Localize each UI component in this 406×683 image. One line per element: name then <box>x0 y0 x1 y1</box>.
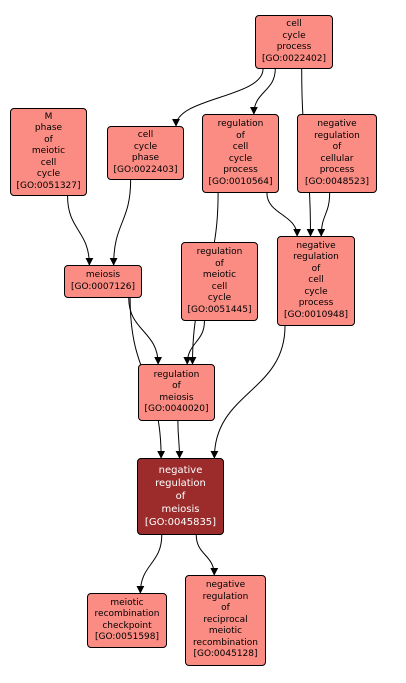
node-label-line: [GO:0051445] <box>187 304 252 315</box>
node-label-line: of <box>172 381 181 391</box>
edge-go0045835-to-go0045128 <box>195 534 219 576</box>
node-label-line: cell <box>308 275 324 286</box>
node-label-line: regulation <box>155 478 206 489</box>
edge-go0010948-to-go0045835 <box>210 325 286 459</box>
edge-go0022403-to-go0007126 <box>109 179 132 266</box>
node-label-line: regulation <box>217 119 264 129</box>
node-label-line: meiotic <box>31 146 66 157</box>
edge-go0022402-to-go0022403 <box>172 68 264 127</box>
node-label-line: process <box>276 42 312 52</box>
node-label-line: of <box>236 130 245 141</box>
node-label-line: meiosis <box>159 392 194 403</box>
edge-go0051445-to-go0040020 <box>183 320 205 365</box>
node-label-line: recombination <box>94 609 160 619</box>
node-label-line: meiosis <box>161 504 200 515</box>
node-label-line: meiotic <box>202 270 237 280</box>
edge-go0045835-to-go0051598 <box>136 534 163 594</box>
node-label-line: cell <box>211 281 228 292</box>
node-label-line: [GO:0010564] <box>208 176 273 187</box>
edge-go0051327-to-go0007126 <box>67 195 94 266</box>
node-label-line: cellular <box>320 153 354 164</box>
node-label-line: of <box>332 142 342 152</box>
node-label-line: of <box>311 263 321 274</box>
node-label-line: negative <box>296 240 336 251</box>
node-label-line: [GO:0045835] <box>144 517 217 528</box>
node-label-line: process <box>298 298 334 309</box>
node-label-line: of <box>215 258 224 269</box>
node-label-line: meiosis <box>85 270 121 280</box>
node-label-line: of <box>221 603 230 614</box>
node-label-line: negative <box>205 580 246 591</box>
node-label-line: process <box>223 165 258 175</box>
node-label-line: cell <box>232 142 249 152</box>
node-label-line: reciprocal <box>203 614 248 625</box>
edge-go0022402-to-go0010564 <box>249 68 276 115</box>
node-label-line: cycle <box>304 286 328 297</box>
node-label-line: [GO:0051598] <box>94 632 160 642</box>
node-label-line: [GO:0051327] <box>16 180 81 191</box>
node-label-line: process <box>319 165 355 175</box>
node-label-line: meiotic <box>208 626 243 637</box>
node-label-line: negative <box>317 119 357 129</box>
node-label-line: negative <box>158 465 203 476</box>
node-label-line: cell <box>137 130 154 140</box>
node-label-line: checkpoint <box>102 620 152 631</box>
node-label-line: cycle <box>207 293 232 303</box>
node-label-line: phase <box>131 153 160 163</box>
node-label-line: [GO:0045128] <box>193 649 258 660</box>
node-label-line: cycle <box>36 169 61 180</box>
node-label-line: [GO:0007126] <box>70 281 136 292</box>
node-label-line: of <box>44 134 53 145</box>
node-label-line: cycle <box>228 153 253 164</box>
node-negative-regulation-of-meiosis[interactable]: negative regulation of meiosis [GO:0045835] <box>137 458 224 535</box>
edge-go0010564-to-go0010948 <box>266 192 302 237</box>
node-label-line: regulation <box>314 130 360 141</box>
node-label-line: cell <box>40 157 57 168</box>
node-meiosis[interactable]: meiosis[GO:0007126] <box>64 265 142 298</box>
node-label-line: [GO:0048523] <box>304 176 370 187</box>
node-label-line: M <box>44 111 53 122</box>
node-label-line: meiotic <box>110 597 144 608</box>
node-label-line: cell <box>286 19 302 29</box>
node-label-line: [GO:0010948] <box>283 309 349 320</box>
node-label-line: regulation <box>202 591 249 602</box>
node-label-line: cycle <box>133 141 158 152</box>
node-label-line: [GO:0022402] <box>261 53 327 64</box>
node-label-line: phase <box>34 123 63 134</box>
node-label-line: [GO:0022403] <box>113 164 178 175</box>
node-label-line: [GO:0040020] <box>144 404 209 414</box>
node-label-line: cycle <box>282 30 306 41</box>
edge-go0007126-to-go0040020 <box>128 297 163 365</box>
node-label-line: of <box>175 491 186 502</box>
node-label-line: recombination <box>193 637 258 648</box>
node-label-line: regulation <box>196 247 243 257</box>
node-label-line: regulation <box>153 369 200 380</box>
node-label-line: regulation <box>293 252 339 263</box>
edge-go0040020-to-go0045835 <box>175 420 184 459</box>
edge-go0048523-to-go0010948 <box>317 192 331 237</box>
